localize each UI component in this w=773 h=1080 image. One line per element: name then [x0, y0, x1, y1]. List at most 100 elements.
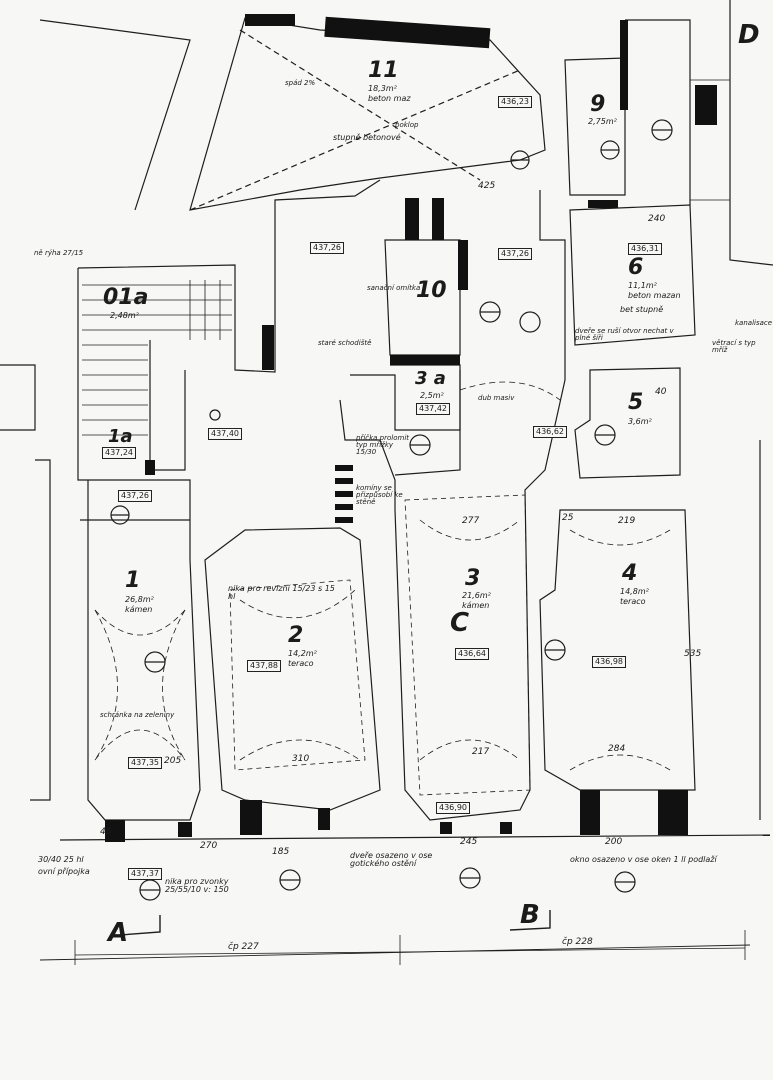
room-2-area: 14,2m² — [288, 649, 317, 658]
room-11-area: 18,3m² — [368, 84, 397, 93]
dimension-40: 40 — [655, 387, 667, 397]
room-9-area: 2,75m² — [588, 117, 617, 126]
facade-line — [59, 834, 771, 841]
annotation-niche-window: nika pro revizní 15/23 s 15 hl — [228, 584, 335, 601]
room-1-area: 26,8m² — [125, 595, 154, 604]
neighbor-outline-left — [39, 19, 191, 211]
annotation-window-axis: okno osazeno v ose oken 1 ll podlaží — [570, 855, 717, 864]
room-2-elevation: 437,88 — [247, 660, 281, 672]
elevation-437-26-c: 437,26 — [498, 248, 532, 260]
room-5-elevation: 436,62 — [533, 426, 567, 438]
room-3a-elevation: 437,42 — [416, 403, 450, 415]
elevation-437-40: 437,40 — [208, 428, 242, 440]
room-5-walls — [574, 367, 681, 479]
dimension-200: 200 — [605, 837, 623, 847]
annotation-chimney-blocks: komíny se přizpůsobí ke stěně — [356, 484, 403, 506]
neighbor-outline-right — [729, 0, 773, 266]
room-3-elevation: 436,64 — [455, 648, 489, 660]
room-4-floor: teraco — [620, 597, 646, 606]
room-6-number: 6 — [628, 255, 644, 280]
annotation-door-axis: dveře osazeno v ose gotického ostění — [350, 851, 433, 868]
room-4-area: 14,8m² — [620, 587, 649, 596]
dimension-310: 310 — [292, 754, 310, 764]
section-marker-b: B — [520, 900, 540, 930]
elevation-436-23: 436,23 — [498, 96, 532, 108]
room-4-number: 4 — [622, 561, 638, 586]
room-01a-area: 2,48m² — [110, 311, 139, 320]
dimension-535: 535 — [684, 649, 702, 659]
annotation-channel: kanalisace — [735, 319, 773, 327]
dimension-284: 284 — [608, 744, 626, 754]
elevation-437-37: 437,37 — [128, 868, 162, 880]
room-1-walls — [77, 268, 201, 821]
room-1-floor: kámen — [125, 605, 153, 614]
room-9-number: 9 — [590, 92, 606, 117]
room-6-floor: beton mazan — [628, 291, 681, 300]
room-11-number: 11 — [368, 58, 399, 83]
room-6-elevation: 436,31 — [628, 243, 662, 255]
annotation-ceiling: sanační omítka — [367, 284, 421, 292]
dimension-217: 217 — [472, 747, 490, 757]
dimension-240: 240 — [648, 214, 666, 224]
dimension-425: 425 — [478, 181, 496, 191]
room-4-elevation: 436,98 — [592, 656, 626, 668]
room-2-floor: teraco — [288, 659, 314, 668]
annotation-mound: dub masiv — [478, 394, 515, 402]
room-3-floor: kámen — [462, 601, 490, 610]
room-3a-area: 2,5m² — [420, 391, 444, 400]
room-9-walls — [564, 57, 626, 196]
dimension-277: 277 — [462, 516, 480, 526]
dimension-25: 25 — [562, 513, 574, 523]
annotation-concrete-steps: stupně betonové — [333, 133, 401, 142]
annotation-spad: spád 2% — [285, 79, 316, 87]
annotation-pipe-2: ovní přípojka — [38, 867, 90, 876]
annotation-stair-note: bet stupně — [620, 305, 664, 314]
room-1-number: 1 — [125, 568, 141, 593]
room-6-walls — [569, 204, 696, 346]
annotation-cellar: schránka na zeleniny — [100, 711, 175, 719]
elevation-437-26-a: 437,26 — [118, 490, 152, 502]
annotation-old-stair: staré schodiště — [318, 339, 372, 347]
section-marker-a: A — [108, 918, 129, 948]
room-01a-walls — [77, 179, 381, 373]
room-2-number: 2 — [288, 623, 304, 648]
annotation-pipe: 30/40 25 hl — [38, 855, 84, 864]
room-3-walls — [404, 494, 531, 796]
elevation-436-90: 436,90 — [436, 802, 470, 814]
section-marker-d: D — [738, 20, 760, 50]
dimension-205: 205 — [164, 756, 182, 766]
room-1a-elevation: 437,24 — [102, 447, 136, 459]
room-10-number: 10 — [416, 278, 447, 303]
room-11-floor: beton maz — [368, 94, 411, 103]
room-2-walls — [204, 527, 381, 811]
section-marker-c: C — [450, 608, 470, 638]
room-3a-number: 3 a — [415, 368, 446, 389]
room-5-number: 5 — [628, 390, 644, 415]
annotation-vent: větrací s typ mříž — [712, 339, 756, 354]
room-4-walls — [539, 509, 696, 791]
room-1a-number: 1a — [108, 426, 133, 447]
wall-fill-top — [324, 16, 491, 49]
room-1-elevation: 437,35 — [128, 757, 162, 769]
central-corridor-walls — [339, 190, 566, 821]
lot-right-label: čp 228 — [562, 937, 593, 947]
lot-left-label: čp 227 — [228, 942, 259, 952]
room-5-area: 3,6m² — [628, 417, 652, 426]
annotation-partition: příčka prolomit typ mřížky 15/30 — [356, 434, 410, 456]
annotation-niche-meter: nika pro zvonky 25/55/10 v: 150 — [165, 877, 229, 894]
dimension-45: 45 — [100, 827, 112, 837]
dimension-270: 270 — [200, 841, 218, 851]
elevation-437-26-b: 437,26 — [310, 242, 344, 254]
annotation-stairs: ně rýha 27/15 — [34, 249, 84, 257]
annotation-hatch: poklop — [395, 121, 419, 129]
annotation-door-note: dveře se ruší otvor nechat v plné šíři — [575, 327, 674, 342]
dimension-185: 185 — [272, 847, 290, 857]
room-6-area: 11,1m² — [628, 281, 657, 290]
room-01a-number: 01a — [103, 285, 149, 310]
room-3-number: 3 — [465, 566, 481, 591]
dimension-245: 245 — [460, 837, 478, 847]
dimension-219: 219 — [618, 516, 636, 526]
room-3-area: 21,6m² — [462, 591, 491, 600]
